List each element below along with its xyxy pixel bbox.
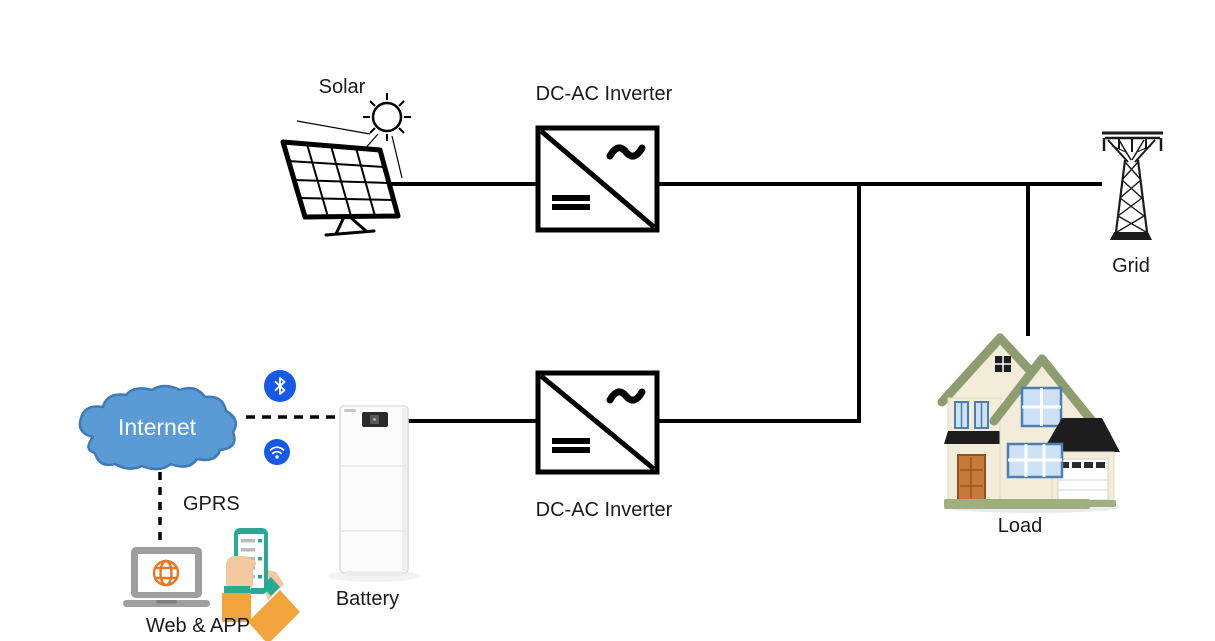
battery-label: Battery	[335, 588, 400, 610]
small-window	[954, 401, 989, 429]
bluetooth-icon	[264, 370, 296, 402]
battery-cabinet-icon	[328, 405, 420, 582]
gprs-label: GPRS	[183, 493, 240, 515]
dc-ac-inverter-bottom-icon	[535, 370, 660, 475]
globe-icon	[152, 559, 180, 587]
internet-label: Internet	[118, 414, 196, 440]
lower-window	[1006, 442, 1064, 479]
house-icon	[937, 333, 1120, 513]
garage-door	[1057, 458, 1109, 501]
inverter-top-label: DC-AC Inverter	[535, 83, 673, 105]
front-door	[957, 454, 986, 506]
load-label: Load	[997, 515, 1043, 537]
web-app-label: Web & APP	[145, 615, 251, 637]
wifi-icon	[264, 439, 290, 465]
inverter-bottom-label: DC-AC Inverter	[535, 499, 673, 521]
transmission-tower-icon	[1102, 131, 1163, 240]
solar-panel-icon	[280, 139, 401, 237]
internet-cloud-icon	[78, 384, 238, 471]
wire-bus-to-battery-inverter	[657, 182, 861, 423]
web-laptop-icon	[123, 547, 210, 607]
solar-label: Solar	[318, 76, 366, 98]
dc-ac-inverter-top-icon	[535, 125, 660, 233]
upper-window	[1020, 386, 1063, 428]
smartphone-hands-icon	[222, 528, 300, 641]
grid-label: Grid	[1112, 255, 1150, 277]
